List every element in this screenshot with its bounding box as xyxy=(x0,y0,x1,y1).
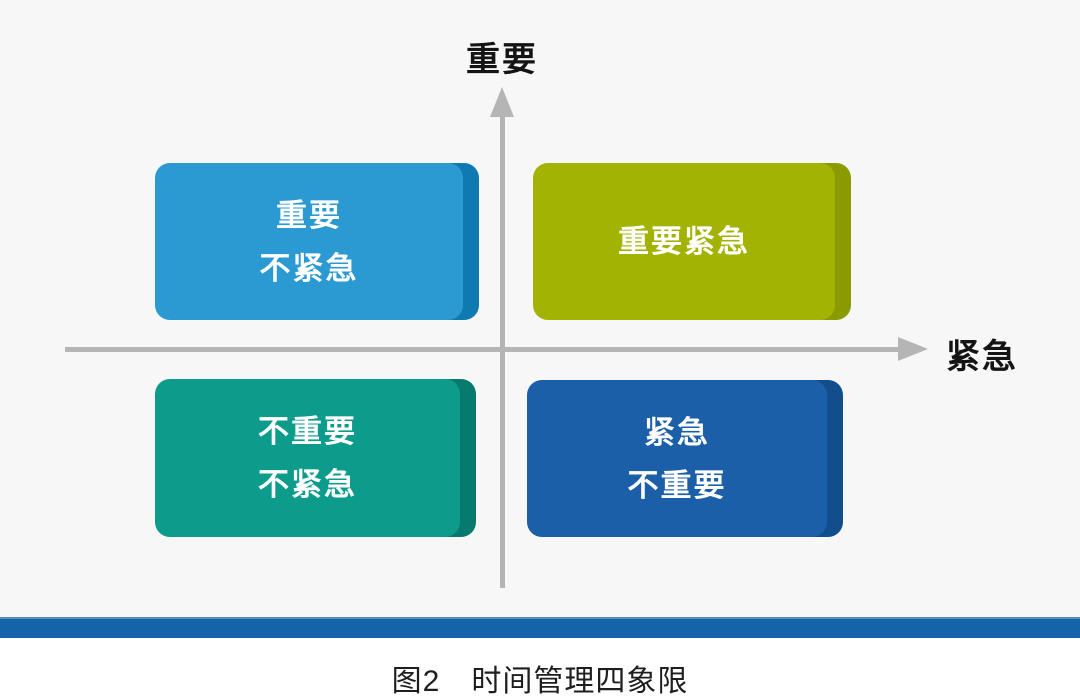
arrow-up-icon xyxy=(490,87,514,117)
quadrant-card-important-urgent: 重要紧急 xyxy=(533,163,851,320)
quadrant-label: 紧急 不重要 xyxy=(627,414,727,503)
quadrant-card-urgent-not-important: 紧急 不重要 xyxy=(527,380,843,537)
y-axis-label: 重要 xyxy=(466,41,538,79)
x-axis-line xyxy=(65,347,908,352)
figure-caption: 图2 时间管理四象限 xyxy=(391,665,689,698)
quadrant-label: 重要 不紧急 xyxy=(259,197,359,286)
quadrant-label: 重要紧急 xyxy=(618,224,750,259)
quadrant-face: 不重要 不紧急 xyxy=(155,379,460,537)
diagram-canvas: 重要 紧急 重要 不紧急 重要紧急 不重要 不紧急 紧急 不重要 xyxy=(65,41,1018,588)
quadrant-label: 不重要 不紧急 xyxy=(258,414,357,502)
quadrant-face: 重要紧急 xyxy=(533,163,835,320)
quadrant-face: 重要 不紧急 xyxy=(155,163,463,320)
quadrant-face: 紧急 不重要 xyxy=(527,380,827,537)
arrow-right-icon xyxy=(898,337,928,361)
x-axis-label: 紧急 xyxy=(946,338,1018,376)
quadrant-card-important-not-urgent: 重要 不紧急 xyxy=(155,163,479,320)
divider-bar xyxy=(0,617,1080,638)
quadrant-card-not-important-not-urgent: 不重要 不紧急 xyxy=(155,379,476,537)
